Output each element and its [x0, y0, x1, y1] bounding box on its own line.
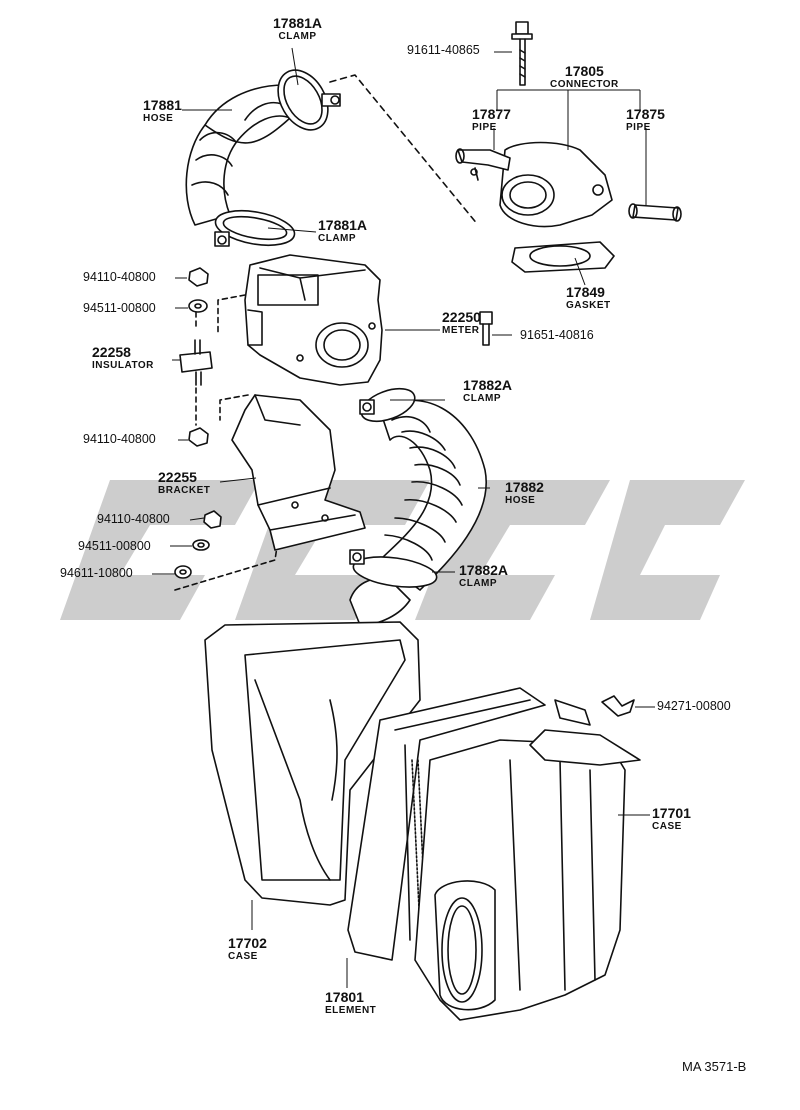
nut-94110-c [203, 510, 222, 529]
clamp-17881A-top [277, 69, 341, 131]
case-17701 [414, 699, 641, 1021]
washer-94511-b [192, 539, 210, 551]
part-name: GASKET [566, 300, 611, 311]
part-name: PIPE [626, 122, 651, 133]
washer-94511-a [188, 299, 208, 313]
part-number: 17702 [228, 935, 267, 951]
label-bolt-91651: 91651-40816 [520, 328, 594, 342]
part-number: 22258 [92, 344, 131, 360]
part-number: 17882 [505, 479, 544, 495]
label-case-17701: 17701 CASE [652, 806, 691, 832]
part-name: INSULATOR [92, 360, 154, 371]
part-number: 22255 [158, 469, 197, 485]
clamp-17881A-mid [214, 209, 296, 247]
part-number: 17881A [318, 217, 368, 233]
part-name: CLAMP [463, 393, 502, 404]
part-number: 17849 [566, 284, 605, 300]
part-number: 17875 [626, 106, 665, 122]
gasket-17849 [511, 241, 615, 273]
washer-94611 [174, 565, 192, 579]
label-bolt-91611: 91611-40865 [407, 43, 480, 57]
diagram-reference: MA 3571-B [682, 1059, 747, 1074]
part-number: 17801 [325, 989, 364, 1005]
label-pipe-17875: 17875 PIPE [626, 107, 665, 133]
leader-lines [152, 47, 655, 988]
label-washer-94511-a: 94511-00800 [83, 301, 156, 315]
part-name: CLAMP [278, 31, 317, 42]
part-number: 17805 [564, 63, 604, 79]
connector-17805 [499, 141, 613, 228]
label-nut-94110-a: 94110-40800 [83, 270, 156, 284]
part-name: METER [442, 325, 480, 336]
part-name: HOSE [505, 495, 536, 506]
nut-94110-a [188, 267, 209, 287]
label-insulator-22258: 22258 INSULATOR [92, 345, 154, 371]
part-number: 17877 [472, 106, 511, 122]
label-element-17801: 17801 ELEMENT [325, 990, 376, 1016]
label-nut-94110-b: 94110-40800 [83, 432, 156, 446]
pipe-17875 [628, 203, 682, 222]
part-number: 17881 [143, 97, 182, 113]
part-number: 22250 [442, 309, 481, 325]
label-clamp-17882A-top: 17882A CLAMP [463, 378, 512, 404]
part-name: CLAMP [459, 578, 498, 589]
label-clamp-17881A-mid: 17881A CLAMP [318, 218, 367, 244]
hose-17882 [349, 399, 487, 626]
part-name: CLAMP [318, 233, 357, 244]
case-17702 [204, 621, 421, 906]
label-pipe-17877: 17877 PIPE [472, 107, 511, 133]
label-hose-17881: 17881 HOSE [143, 98, 182, 124]
part-name: ELEMENT [325, 1005, 377, 1016]
label-clamp-17881A-top: 17881A CLAMP [273, 16, 322, 42]
label-gasket-17849: 17849 GASKET [566, 285, 611, 311]
hose-17881 [185, 84, 291, 226]
bracket-22255 [231, 394, 366, 551]
label-connector-17805: 17805 CONNECTOR [550, 64, 619, 90]
wingnut-94271 [601, 695, 635, 717]
part-name: HOSE [143, 113, 174, 124]
nut-94110-b [188, 427, 209, 447]
label-bracket-22255: 22255 BRACKET [158, 470, 210, 496]
label-nut-94110-c: 94110-40800 [97, 512, 170, 526]
part-name: BRACKET [158, 485, 211, 496]
meter-22250 [244, 254, 383, 386]
bolt-91611 [511, 21, 533, 86]
part-number: 17701 [652, 805, 691, 821]
part-number: 17882A [459, 562, 509, 578]
part-name: CASE [228, 951, 258, 962]
label-washer-94511-b: 94511-00800 [78, 539, 151, 553]
bolt-91651 [479, 311, 493, 346]
label-hose-17882: 17882 HOSE [505, 480, 544, 506]
label-case-17702: 17702 CASE [228, 936, 267, 962]
part-name: PIPE [472, 122, 497, 133]
part-number: 17882A [463, 377, 513, 393]
part-name: CASE [652, 821, 682, 832]
clamp-17882A-bot [349, 549, 438, 588]
insulator-22258 [179, 339, 213, 386]
pipe-17877 [455, 148, 511, 181]
part-number: 17881A [273, 15, 323, 31]
label-meter-22250: 22250 METER [442, 310, 481, 336]
part-name: CONNECTOR [550, 79, 619, 90]
label-clamp-17882A-bot: 17882A CLAMP [459, 563, 508, 589]
label-washer-94611: 94611-10800 [60, 566, 133, 580]
clamp-17882A-top [359, 387, 416, 423]
label-wingnut-94271: 94271-00800 [657, 699, 731, 713]
